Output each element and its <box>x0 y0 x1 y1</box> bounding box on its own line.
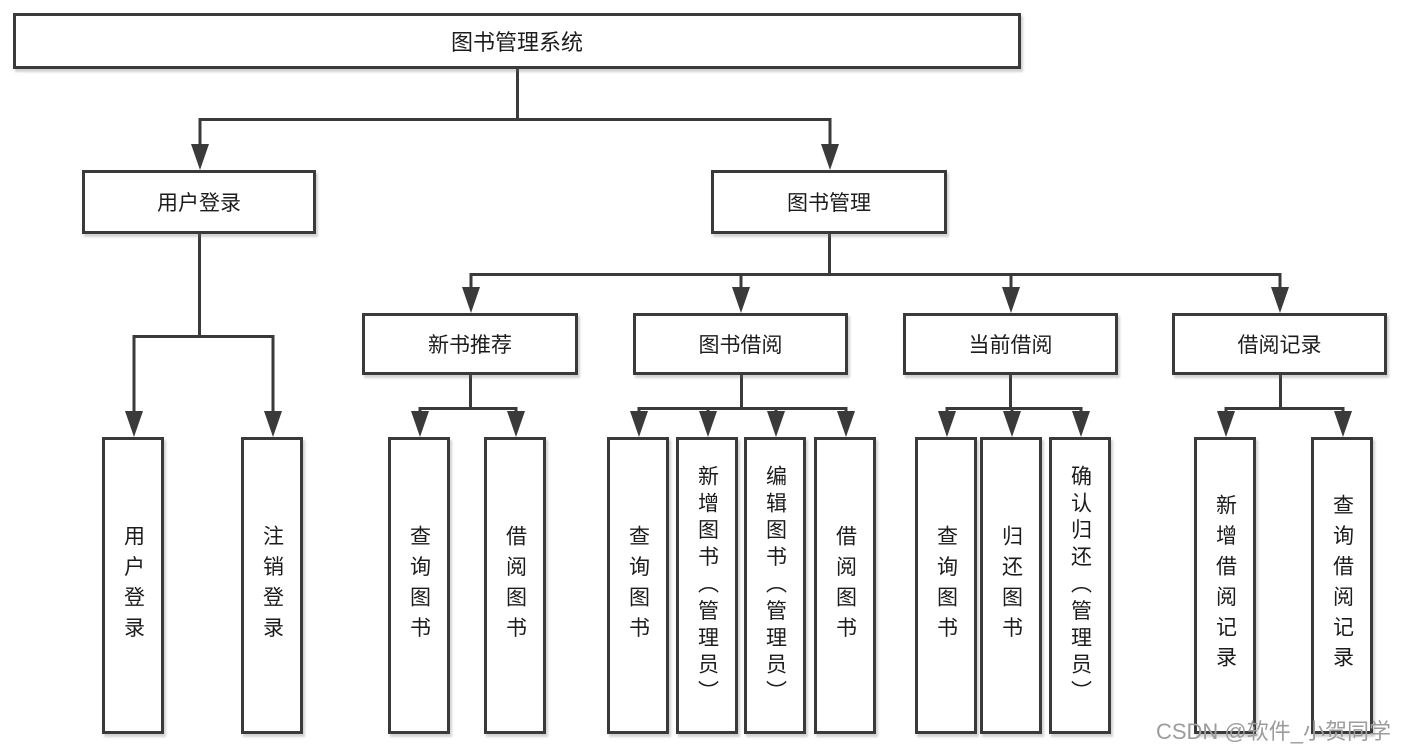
leaf-label: 确认归还（管理员） <box>1068 464 1092 707</box>
csdn-watermark: CSDN @软件_小贺同学 <box>1155 719 1391 744</box>
leaf-label: 借阅图书 <box>833 524 857 647</box>
connector-arrow <box>1071 407 1091 437</box>
connector-arrow <box>820 118 840 170</box>
connector-line <box>1279 374 1282 409</box>
connector-arrow <box>410 407 430 437</box>
leaf-add-book-admin: 新增图书（管理员） <box>676 437 738 734</box>
connector-line <box>828 233 831 275</box>
connector-line <box>470 273 1281 276</box>
connector-line <box>419 407 517 410</box>
connector-line <box>469 374 472 409</box>
node-current-borrow: 当前借阅 <box>903 313 1118 375</box>
leaf-label: 注销登录 <box>260 524 284 647</box>
leaf-query-borrow-record: 查询借阅记录 <box>1311 437 1373 734</box>
connector-arrow <box>731 273 751 313</box>
leaf-label: 用户登录 <box>121 524 145 647</box>
leaf-user-login: 用户登录 <box>102 437 164 734</box>
leaf-label: 查询借阅记录 <box>1330 494 1354 677</box>
leaf-borrow-book: 借阅图书 <box>814 437 876 734</box>
connector-arrow <box>124 335 144 437</box>
connector-arrow <box>263 335 283 437</box>
node-book-borrow: 图书借阅 <box>633 313 848 375</box>
connector-line <box>516 68 519 120</box>
node-borrow-record: 借阅记录 <box>1172 313 1387 375</box>
connector-arrow <box>766 407 786 437</box>
leaf-label: 编辑图书（管理员） <box>763 464 787 707</box>
connector-arrow <box>1001 273 1021 313</box>
leaf-label: 新增图书（管理员） <box>695 464 719 707</box>
node-label: 图书借阅 <box>698 334 783 357</box>
leaf-logout: 注销登录 <box>241 437 303 734</box>
connector-arrow <box>1002 407 1022 437</box>
connector-arrow <box>698 407 718 437</box>
node-book-management: 图书管理 <box>711 170 947 234</box>
leaf-label: 新增借阅记录 <box>1213 494 1237 677</box>
leaf-return-book: 归还图书 <box>980 437 1042 734</box>
node-label: 用户登录 <box>157 192 241 215</box>
leaf-borrow-book-recommend: 借阅图书 <box>484 437 546 734</box>
node-library-system: 图书管理系统 <box>13 13 1021 69</box>
connector-arrow <box>1270 273 1290 313</box>
leaf-label: 查询图书 <box>626 524 650 647</box>
node-user-login: 用户登录 <box>82 170 316 234</box>
connector-arrow <box>506 407 526 437</box>
leaf-label: 归还图书 <box>999 524 1023 647</box>
connector-line <box>638 407 847 410</box>
leaf-add-borrow-record: 新增借阅记录 <box>1194 437 1256 734</box>
connector-line <box>198 233 201 337</box>
node-label: 新书推荐 <box>428 334 512 357</box>
leaf-query-book-recommend: 查询图书 <box>388 437 450 734</box>
node-label: 当前借阅 <box>968 334 1053 357</box>
connector-line <box>133 335 274 338</box>
connector-line <box>199 118 831 121</box>
connector-arrow <box>461 273 481 313</box>
leaf-query-book-borrow: 查询图书 <box>607 437 669 734</box>
connector-line <box>1225 407 1344 410</box>
leaf-confirm-return-admin: 确认归还（管理员） <box>1049 437 1111 734</box>
leaf-edit-book-admin: 编辑图书（管理员） <box>744 437 806 734</box>
connector-line <box>1009 374 1012 409</box>
leaf-label: 查询图书 <box>934 524 958 647</box>
connector-arrow <box>937 407 957 437</box>
leaf-query-book-current: 查询图书 <box>915 437 977 734</box>
node-label: 借阅记录 <box>1237 334 1322 357</box>
node-new-book-recommend: 新书推荐 <box>362 313 578 375</box>
connector-arrow <box>629 407 649 437</box>
connector-arrow <box>1216 407 1236 437</box>
connector-line <box>740 374 743 409</box>
connector-arrow <box>190 118 210 170</box>
node-label: 图书管理 <box>787 192 871 215</box>
connector-arrow <box>836 407 856 437</box>
leaf-label: 借阅图书 <box>503 524 527 647</box>
leaf-label: 查询图书 <box>407 524 431 647</box>
connector-arrow <box>1333 407 1353 437</box>
node-label: 图书管理系统 <box>450 30 583 55</box>
